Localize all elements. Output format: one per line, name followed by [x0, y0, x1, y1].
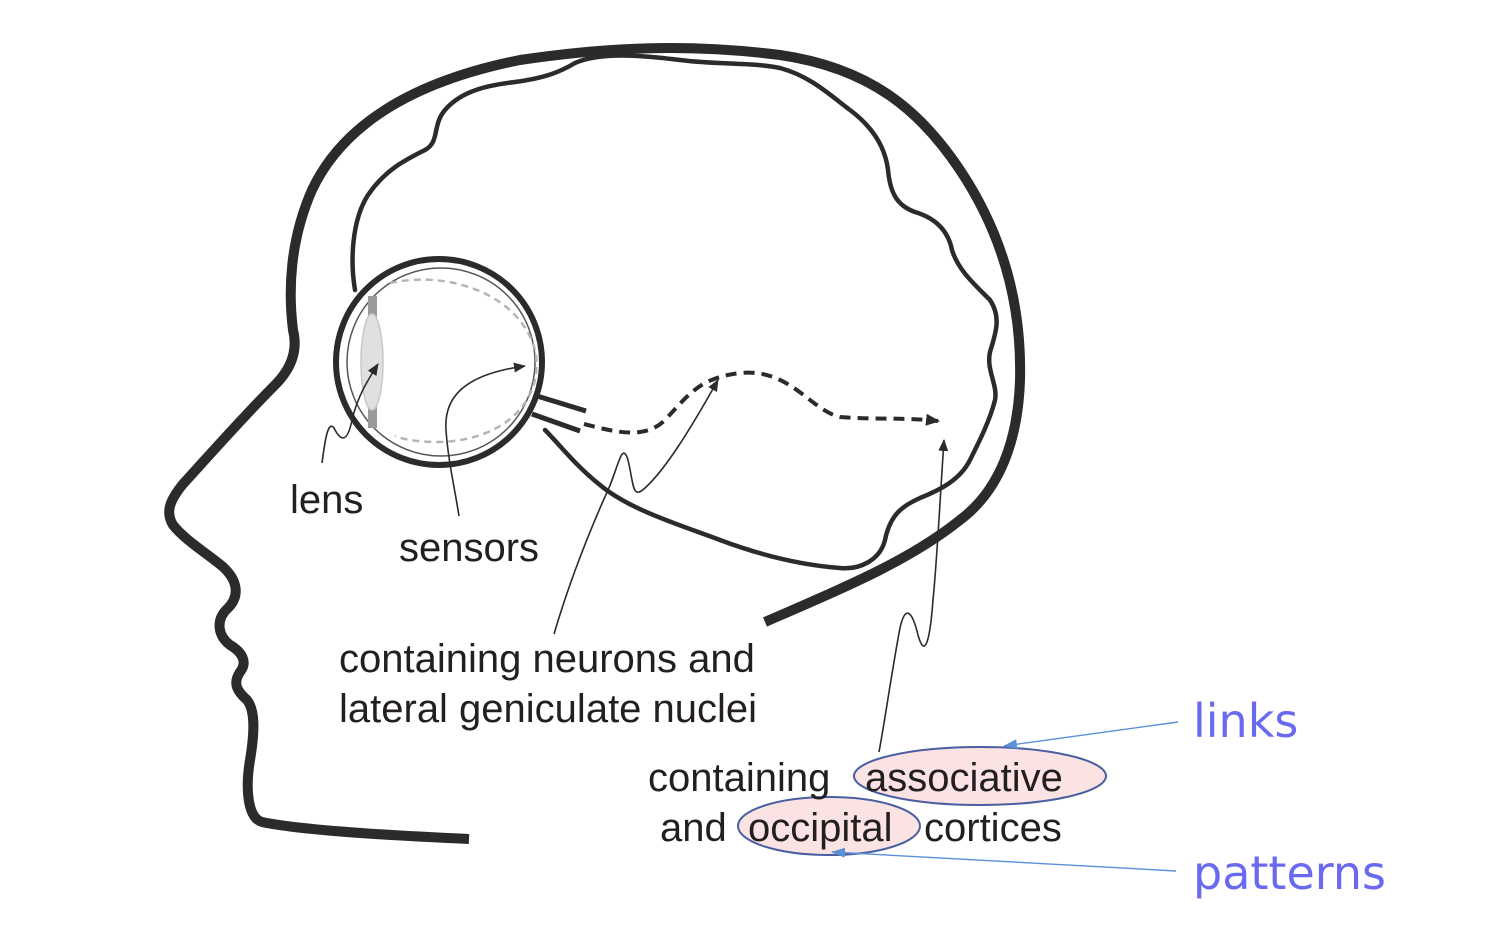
links-pointer: [1003, 721, 1179, 750]
lens-shape: [360, 313, 384, 411]
lens-pointer: [321, 363, 379, 464]
lens-top-mark: [368, 296, 377, 318]
associative-word: associative: [865, 756, 1063, 800]
lgn-pointer: [553, 379, 719, 635]
head-outline: [164, 43, 1026, 844]
patterns-pointer: [831, 847, 1177, 872]
neurons-label-line2: lateral geniculate nuclei: [339, 687, 758, 731]
cortices-label-line1-prefix: containing: [648, 756, 831, 800]
visual-pathway-dashed: [583, 370, 940, 435]
occipital-word: occipital: [748, 806, 893, 850]
patterns-label: patterns: [1193, 846, 1386, 900]
neurons-label-line1: containing neurons and: [339, 637, 755, 681]
associative-highlight: [853, 746, 1107, 806]
cortices-label-line2-suffix: cortices: [924, 806, 1062, 850]
sensors-label: sensors: [399, 526, 540, 570]
lens-label: lens: [290, 478, 364, 522]
links-label: links: [1193, 694, 1299, 748]
cortices-label-line2-prefix: and: [660, 806, 727, 850]
cortex-pointer: [878, 439, 949, 753]
lens-bottom-mark: [368, 406, 377, 428]
eye-outer-circle: [333, 256, 545, 468]
brain-outline: [350, 53, 999, 571]
retina-sensors-arc: [389, 278, 538, 444]
optic-nerve-line-bottom: [531, 411, 581, 434]
occipital-highlight: [737, 796, 921, 856]
sensors-pointer: [445, 362, 526, 517]
eye-inner-circle: [346, 267, 536, 457]
optic-nerve-line-top: [536, 393, 587, 414]
